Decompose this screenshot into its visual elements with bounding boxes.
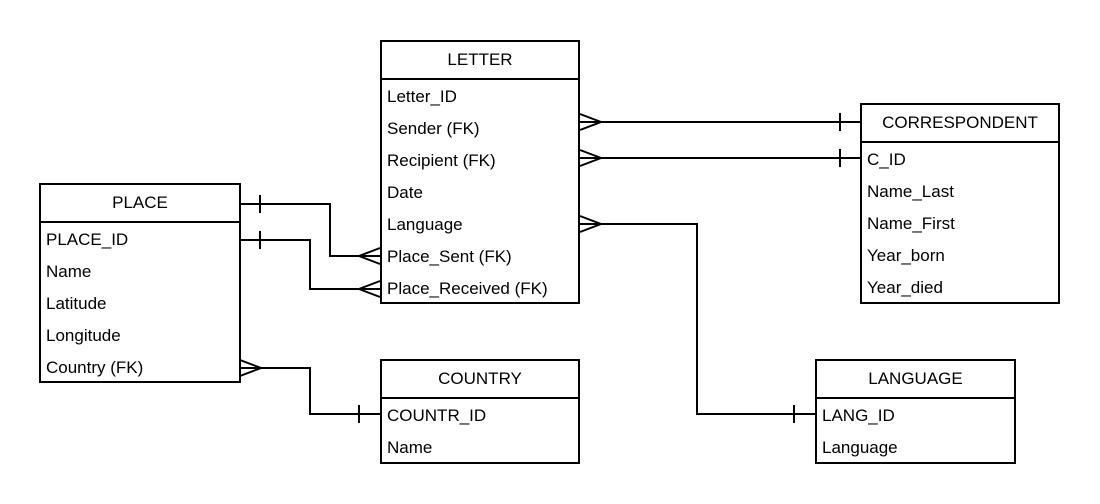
entity-title: PLACE [41, 185, 239, 223]
field-year-born: Year_born [867, 246, 945, 265]
field-place-id: PLACE_ID [46, 230, 129, 249]
connector-language-language [579, 215, 815, 423]
field-country-fk: Country (FK) [46, 358, 144, 377]
field-sender: Sender (FK) [387, 119, 480, 138]
field-country-name: Name [387, 438, 433, 457]
entity-language: LANGUAGE LANG_ID Language [815, 359, 1016, 464]
entity-letter: LETTER Letter_ID Sender (FK) Recipient (… [380, 40, 580, 304]
field-name: Name [46, 262, 92, 281]
field-language: Language [387, 215, 463, 234]
field-lang-id: LANG_ID [822, 406, 895, 425]
connector-recipient-correspondent [579, 149, 860, 167]
field-year-died: Year_died [867, 278, 943, 297]
entity-correspondent: CORRESPONDENT C_ID Name_Last Name_First … [860, 103, 1060, 304]
field-date: Date [387, 183, 423, 202]
connector-country-country [239, 359, 380, 423]
field-name-first: Name_First [867, 214, 955, 233]
connector-place-placesent [240, 195, 381, 265]
field-c-id: C_ID [867, 150, 906, 169]
field-countr-id: COUNTR_ID [387, 406, 487, 425]
entity-title: CORRESPONDENT [862, 105, 1058, 143]
field-latitude: Latitude [46, 294, 107, 313]
field-longitude: Longitude [46, 326, 121, 345]
field-place-sent: Place_Sent (FK) [387, 247, 512, 266]
field-language-name: Language [822, 438, 898, 457]
entity-title: LANGUAGE [817, 361, 1014, 399]
field-place-received: Place_Received (FK) [387, 279, 548, 298]
field-letter-id: Letter_ID [387, 87, 457, 106]
field-recipient: Recipient (FK) [387, 151, 496, 170]
connector-sender-correspondent [579, 113, 860, 131]
entity-place: PLACE PLACE_ID Name Latitude Longitude C… [39, 183, 241, 383]
field-name-last: Name_Last [867, 182, 954, 201]
entity-title: LETTER [382, 42, 578, 80]
connector-placeid-placereceived [240, 231, 381, 298]
entity-title: COUNTRY [382, 361, 578, 399]
entity-country: COUNTRY COUNTR_ID Name [380, 359, 580, 464]
